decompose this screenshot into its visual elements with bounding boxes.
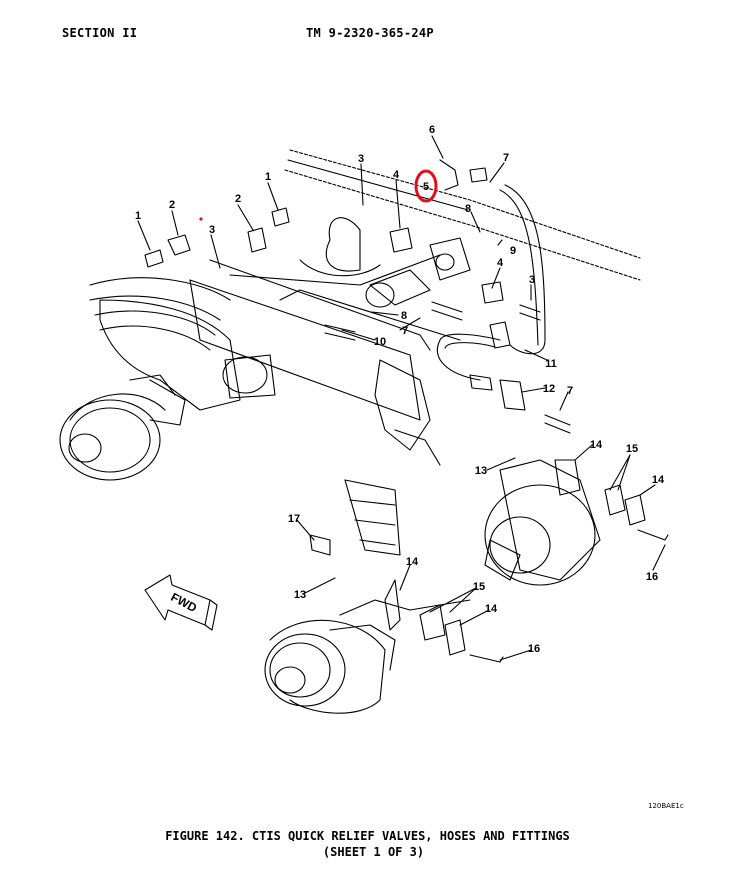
figure-caption: FIGURE 142. CTIS QUICK RELIEF VALVES, HO… — [165, 829, 570, 843]
callout-14a: 14 — [590, 439, 603, 451]
callout-4a: 4 — [393, 169, 400, 181]
callout-7c: 7 — [567, 385, 573, 397]
callout-4b: 4 — [497, 257, 504, 269]
callout-5: 5 — [423, 181, 429, 193]
red-dot-mark — [199, 217, 203, 221]
callout-7b: 7 — [402, 325, 408, 337]
highlight-ring — [414, 169, 438, 203]
callout-9: 9 — [510, 245, 516, 257]
drawing-code: 120BAE1c — [648, 802, 684, 810]
callout-15b: 15 — [473, 581, 485, 593]
callout-13b: 13 — [294, 589, 306, 601]
section-label: SECTION II — [62, 26, 138, 40]
callout-7a: 7 — [503, 152, 509, 164]
callout-12: 12 — [543, 383, 555, 395]
callout-8b: 8 — [401, 310, 407, 322]
callout-3a: 3 — [209, 224, 215, 236]
callout-1b: 1 — [265, 171, 271, 183]
callout-6: 6 — [429, 124, 435, 136]
callout-16a: 16 — [646, 571, 658, 583]
callout-15a: 15 — [626, 443, 638, 455]
callout-1a: 1 — [135, 210, 141, 222]
callout-3b: 3 — [358, 153, 364, 165]
callout-17: 17 — [288, 513, 300, 525]
figure-sheet-label: (SHEET 1 OF 3) — [322, 845, 425, 859]
callout-14b: 14 — [652, 474, 665, 486]
callout-10: 10 — [374, 336, 386, 348]
callout-2b: 2 — [235, 193, 241, 205]
callout-13a: 13 — [475, 465, 487, 477]
callout-8a: 8 — [465, 203, 471, 215]
callout-14d: 14 — [485, 603, 498, 615]
callout-16b: 16 — [528, 643, 540, 655]
callout-11: 11 — [545, 358, 557, 370]
callout-14c: 14 — [406, 556, 419, 568]
tm-number: TM 9-2320-365-24P — [306, 26, 434, 40]
callout-3c: 3 — [529, 274, 535, 286]
callout-2a: 2 — [169, 199, 175, 211]
